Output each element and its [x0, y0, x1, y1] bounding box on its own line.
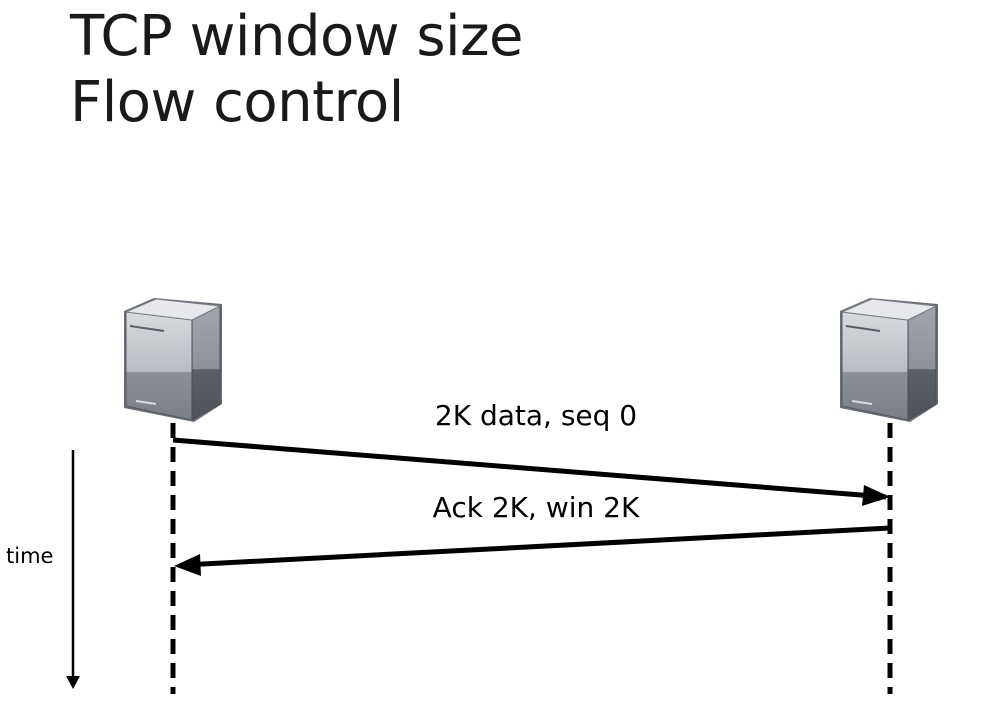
title-line-1: TCP window size	[70, 4, 523, 69]
message-label-ack: Ack 2K, win 2K	[433, 491, 640, 524]
title-line-2: Flow control	[70, 70, 404, 135]
slide-title: TCP window size Flow control	[70, 4, 523, 136]
message-arrow-data-head	[862, 485, 890, 506]
right-server-icon	[840, 298, 938, 422]
message-arrow-ack	[183, 525, 891, 568]
message-label-data: 2K data, seq 0	[435, 399, 637, 432]
time-axis-arrowhead	[66, 676, 80, 689]
time-label: time	[6, 544, 53, 568]
message-arrow-data	[172, 437, 888, 502]
message-arrow-ack-head	[174, 554, 201, 576]
left-server-icon	[124, 298, 222, 422]
